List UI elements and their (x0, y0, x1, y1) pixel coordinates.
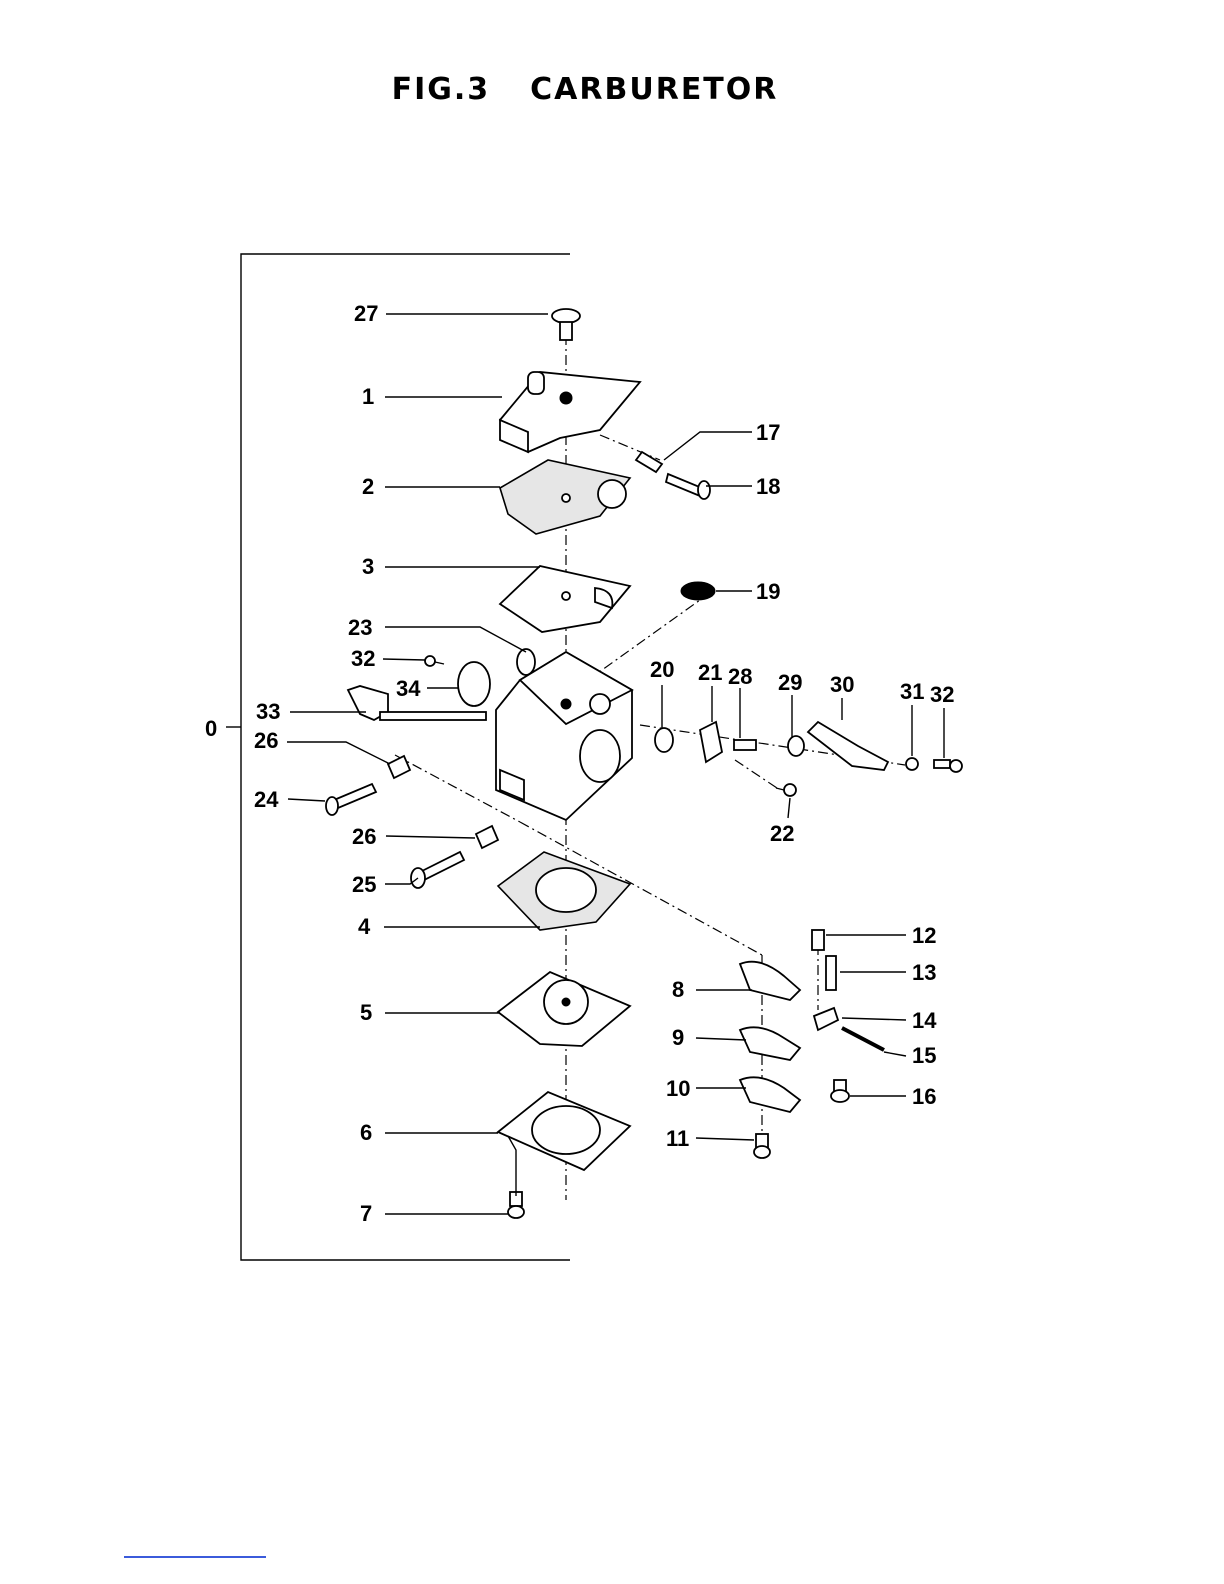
part-25-high-speed-needle (411, 852, 464, 888)
part-9-plate (740, 1027, 800, 1060)
part-30-throttle-lever (808, 722, 888, 770)
callout-28: 28 (728, 664, 752, 689)
part-31-washer (906, 758, 918, 770)
callout-16: 16 (912, 1084, 936, 1109)
callout-11: 11 (666, 1126, 689, 1151)
part-23-gasket-ring (517, 649, 535, 675)
callout-20: 20 (650, 657, 674, 682)
callout-6: 6 (360, 1120, 372, 1145)
part-18-screw (666, 474, 710, 499)
part-3-diaphragm (500, 566, 630, 632)
part-5-metering-diaphragm (498, 972, 630, 1046)
callout-7: 7 (360, 1201, 372, 1226)
callout-23: 23 (348, 615, 372, 640)
footer-rule (124, 1556, 266, 1558)
part-27-screw (552, 309, 580, 340)
callout-30: 30 (830, 672, 854, 697)
callout-27: 27 (354, 301, 378, 326)
part-26-spring-upper (388, 756, 410, 778)
callout-32-right: 32 (930, 682, 954, 707)
part-34-throttle-plate (458, 662, 490, 706)
callout-34: 34 (396, 676, 421, 701)
callout-12: 12 (912, 923, 936, 948)
part-19-screen (681, 582, 715, 600)
callout-3: 3 (362, 554, 374, 579)
part-32-small-screw (425, 656, 444, 666)
callout-1: 1 (362, 384, 374, 409)
callout-10: 10 (666, 1076, 690, 1101)
callout-26-lower: 26 (352, 824, 376, 849)
callout-8: 8 (672, 977, 684, 1002)
part-4-gasket (498, 852, 630, 930)
part-32-screw (934, 760, 962, 772)
callout-9: 9 (672, 1025, 684, 1050)
part-6-cover (498, 1092, 630, 1170)
callout-2: 2 (362, 474, 374, 499)
callout-17: 17 (756, 420, 780, 445)
callout-14: 14 (912, 1008, 937, 1033)
callout-21: 21 (698, 660, 722, 685)
callout-4: 4 (358, 914, 371, 939)
part-21-lever (700, 722, 722, 762)
callout-24: 24 (254, 787, 279, 812)
part-29-washer (788, 736, 804, 756)
callout-0: 0 (205, 716, 217, 741)
carburetor-body (496, 652, 632, 820)
part-20-nut (655, 728, 673, 752)
callout-32-left: 32 (351, 646, 375, 671)
callout-18: 18 (756, 474, 780, 499)
part-14-metering-lever (814, 1008, 838, 1030)
part-12-spring (812, 930, 824, 950)
part-16-screw (831, 1080, 849, 1102)
part-8-gasket (740, 962, 800, 1000)
callout-26-upper: 26 (254, 728, 278, 753)
part-24-low-speed-needle (326, 784, 376, 815)
callout-13: 13 (912, 960, 936, 985)
callout-22: 22 (770, 821, 794, 846)
callout-5: 5 (360, 1000, 372, 1025)
part-10-gasket (740, 1077, 800, 1112)
callout-15: 15 (912, 1043, 936, 1068)
part-13-inlet-needle (826, 956, 836, 990)
callout-29: 29 (778, 670, 802, 695)
part-15-pin (842, 1028, 884, 1050)
part-22-screw (776, 784, 796, 796)
callout-33: 33 (256, 699, 280, 724)
callout-19: 19 (756, 579, 780, 604)
part-2-gasket (500, 460, 630, 534)
part-1-pump-cover (500, 372, 640, 452)
callout-31: 31 (900, 679, 924, 704)
callout-25: 25 (352, 872, 376, 897)
part-11-screw (754, 1134, 770, 1158)
part-17-spring (636, 452, 662, 472)
part-28-spring (734, 740, 756, 750)
part-26-spring-lower (476, 826, 498, 848)
